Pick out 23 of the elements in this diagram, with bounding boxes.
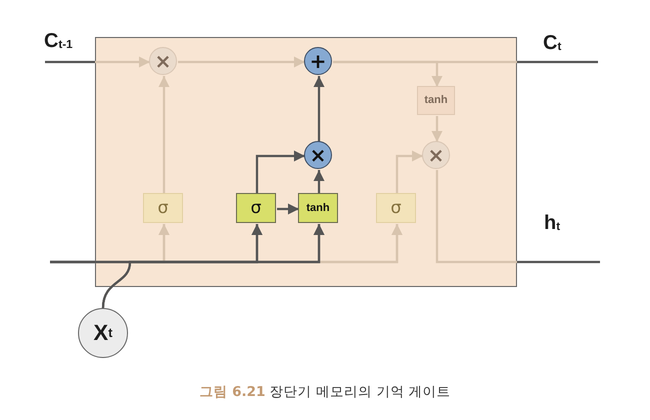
arrow — [314, 170, 324, 194]
arrow — [45, 56, 150, 68]
operator-circle: × — [422, 141, 450, 169]
gate-box: σ — [376, 193, 416, 223]
cell-block — [95, 37, 517, 287]
figure-caption: 그림 6.21 장단기 메모리의 기억 게이트 — [199, 384, 451, 400]
operator-circle: × — [149, 47, 177, 75]
arrow — [256, 150, 305, 194]
arrow — [432, 116, 442, 142]
operator-circle: + — [304, 47, 332, 75]
connector-line — [436, 170, 600, 264]
arrow — [158, 76, 170, 194]
connector-line — [333, 60, 598, 64]
gate-box: σ — [236, 193, 276, 223]
gate-box: σ — [143, 193, 183, 223]
operator-circle: × — [304, 141, 332, 169]
activation-box: tanh — [417, 86, 455, 115]
activation-box: tanh — [298, 193, 338, 223]
arrow — [178, 56, 305, 68]
arrow — [396, 150, 423, 194]
arrow — [102, 224, 324, 308]
arrow — [314, 76, 324, 142]
arrow — [277, 204, 299, 214]
